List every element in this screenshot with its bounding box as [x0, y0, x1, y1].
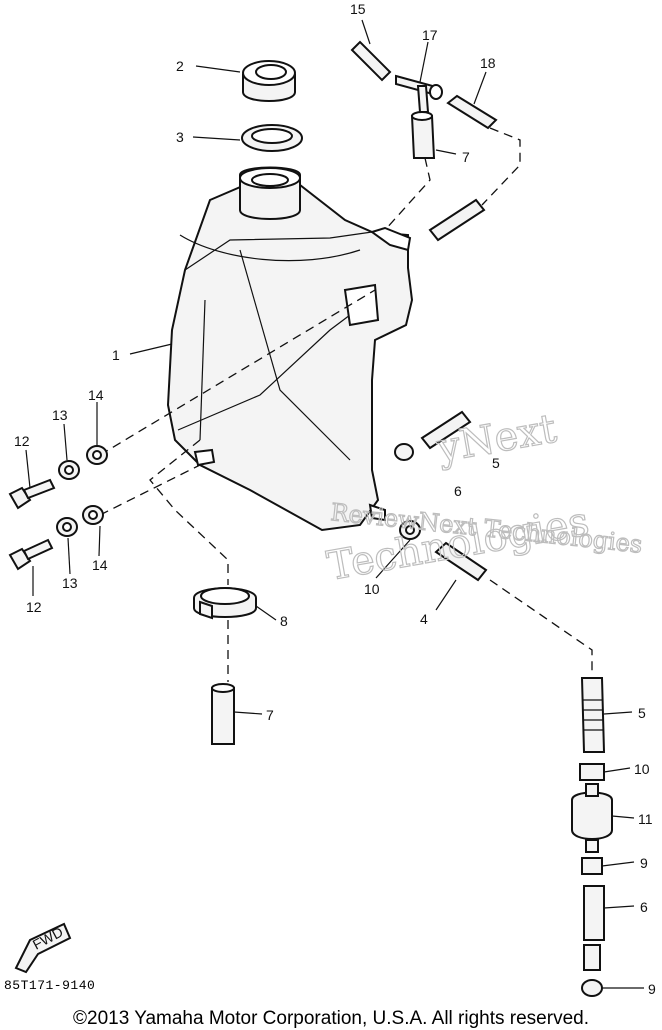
filler-neck	[239, 166, 301, 220]
clamp-part-10-upper	[399, 520, 421, 540]
callout-9-upper: 9	[640, 855, 648, 871]
callout-14-lower: 14	[92, 557, 108, 573]
callout-7-lower: 7	[266, 707, 274, 723]
clamp-part-9-lower	[581, 979, 603, 997]
pipe-stub	[583, 944, 601, 971]
hose-part-5-lower	[580, 677, 606, 753]
callout-15: 15	[350, 1, 366, 17]
hose-part-7-lower	[211, 683, 235, 745]
callout-12-lower: 12	[26, 599, 42, 615]
callout-18: 18	[480, 55, 496, 71]
routing-line-fuel	[489, 579, 593, 675]
vent-hose-part-15	[350, 40, 392, 82]
callout-1: 1	[112, 347, 120, 363]
callouts: 2 3 15 17 18 7 1 14 13 12 14 13 12 5 6 1…	[14, 1, 656, 997]
clamp-part-10-lower	[579, 763, 605, 781]
callout-14-upper: 14	[88, 387, 104, 403]
nut-part-13-lower	[56, 517, 78, 537]
drawing-code: 85T171-9140	[4, 978, 96, 993]
callout-6-upper: 6	[454, 483, 462, 499]
callout-5-lower: 5	[638, 705, 646, 721]
clamp-part-8	[193, 587, 257, 620]
callout-17: 17	[422, 27, 438, 43]
copyright-notice: ©2013 Yamaha Motor Corporation, U.S.A. A…	[73, 1008, 589, 1029]
fuel-tank-part-1	[166, 184, 414, 532]
t-joint-part-17	[395, 74, 443, 113]
washer-part-14-lower	[82, 505, 104, 525]
callout-11: 11	[638, 811, 653, 827]
bolt-part-12-upper	[8, 478, 56, 510]
fwd-arrow-icon: FWD	[14, 922, 72, 974]
vent-hose-part-18	[446, 94, 498, 130]
clamp-part-9-upper	[581, 857, 603, 875]
callout-10-lower: 10	[634, 761, 650, 777]
bolt-part-12-lower	[8, 538, 54, 571]
nut-part-13-upper	[58, 460, 80, 480]
callout-leaders	[25, 19, 644, 989]
callout-13-lower: 13	[62, 575, 78, 591]
callout-7-upper: 7	[462, 149, 470, 165]
routing-line-vent-return	[481, 127, 521, 206]
gasket-part-3	[241, 124, 303, 152]
callout-5-upper: 5	[492, 455, 500, 471]
callout-4: 4	[420, 611, 428, 627]
watermark-line-3: yNext	[433, 406, 560, 472]
fuel-filter-part-11	[571, 783, 613, 853]
clamp-part-6-upper	[394, 443, 414, 461]
callout-2: 2	[176, 58, 184, 74]
callout-13-upper: 13	[52, 407, 68, 423]
washer-part-14-upper	[86, 445, 108, 465]
routing-line-drain	[149, 439, 229, 585]
fuel-cap-part-2	[242, 60, 296, 102]
hose-part-7-upper	[410, 111, 436, 159]
hose-part-4	[434, 541, 488, 582]
hose-part-6-lower	[583, 885, 605, 941]
callout-10-upper: 10	[364, 581, 380, 597]
routing-line-mount-lower	[99, 464, 201, 516]
routing-line-vent	[384, 157, 431, 231]
routing-line-mount-upper	[99, 289, 376, 456]
hose-loose-upper	[428, 198, 486, 242]
callout-12-upper: 12	[14, 433, 30, 449]
callout-9-lower: 9	[648, 981, 656, 997]
callout-3: 3	[176, 129, 184, 145]
callout-8: 8	[280, 613, 288, 629]
watermark: ReviewNext Technologies Technologies yNe…	[323, 405, 644, 590]
hose-part-5-upper	[420, 410, 472, 450]
callout-6-lower: 6	[640, 899, 648, 915]
